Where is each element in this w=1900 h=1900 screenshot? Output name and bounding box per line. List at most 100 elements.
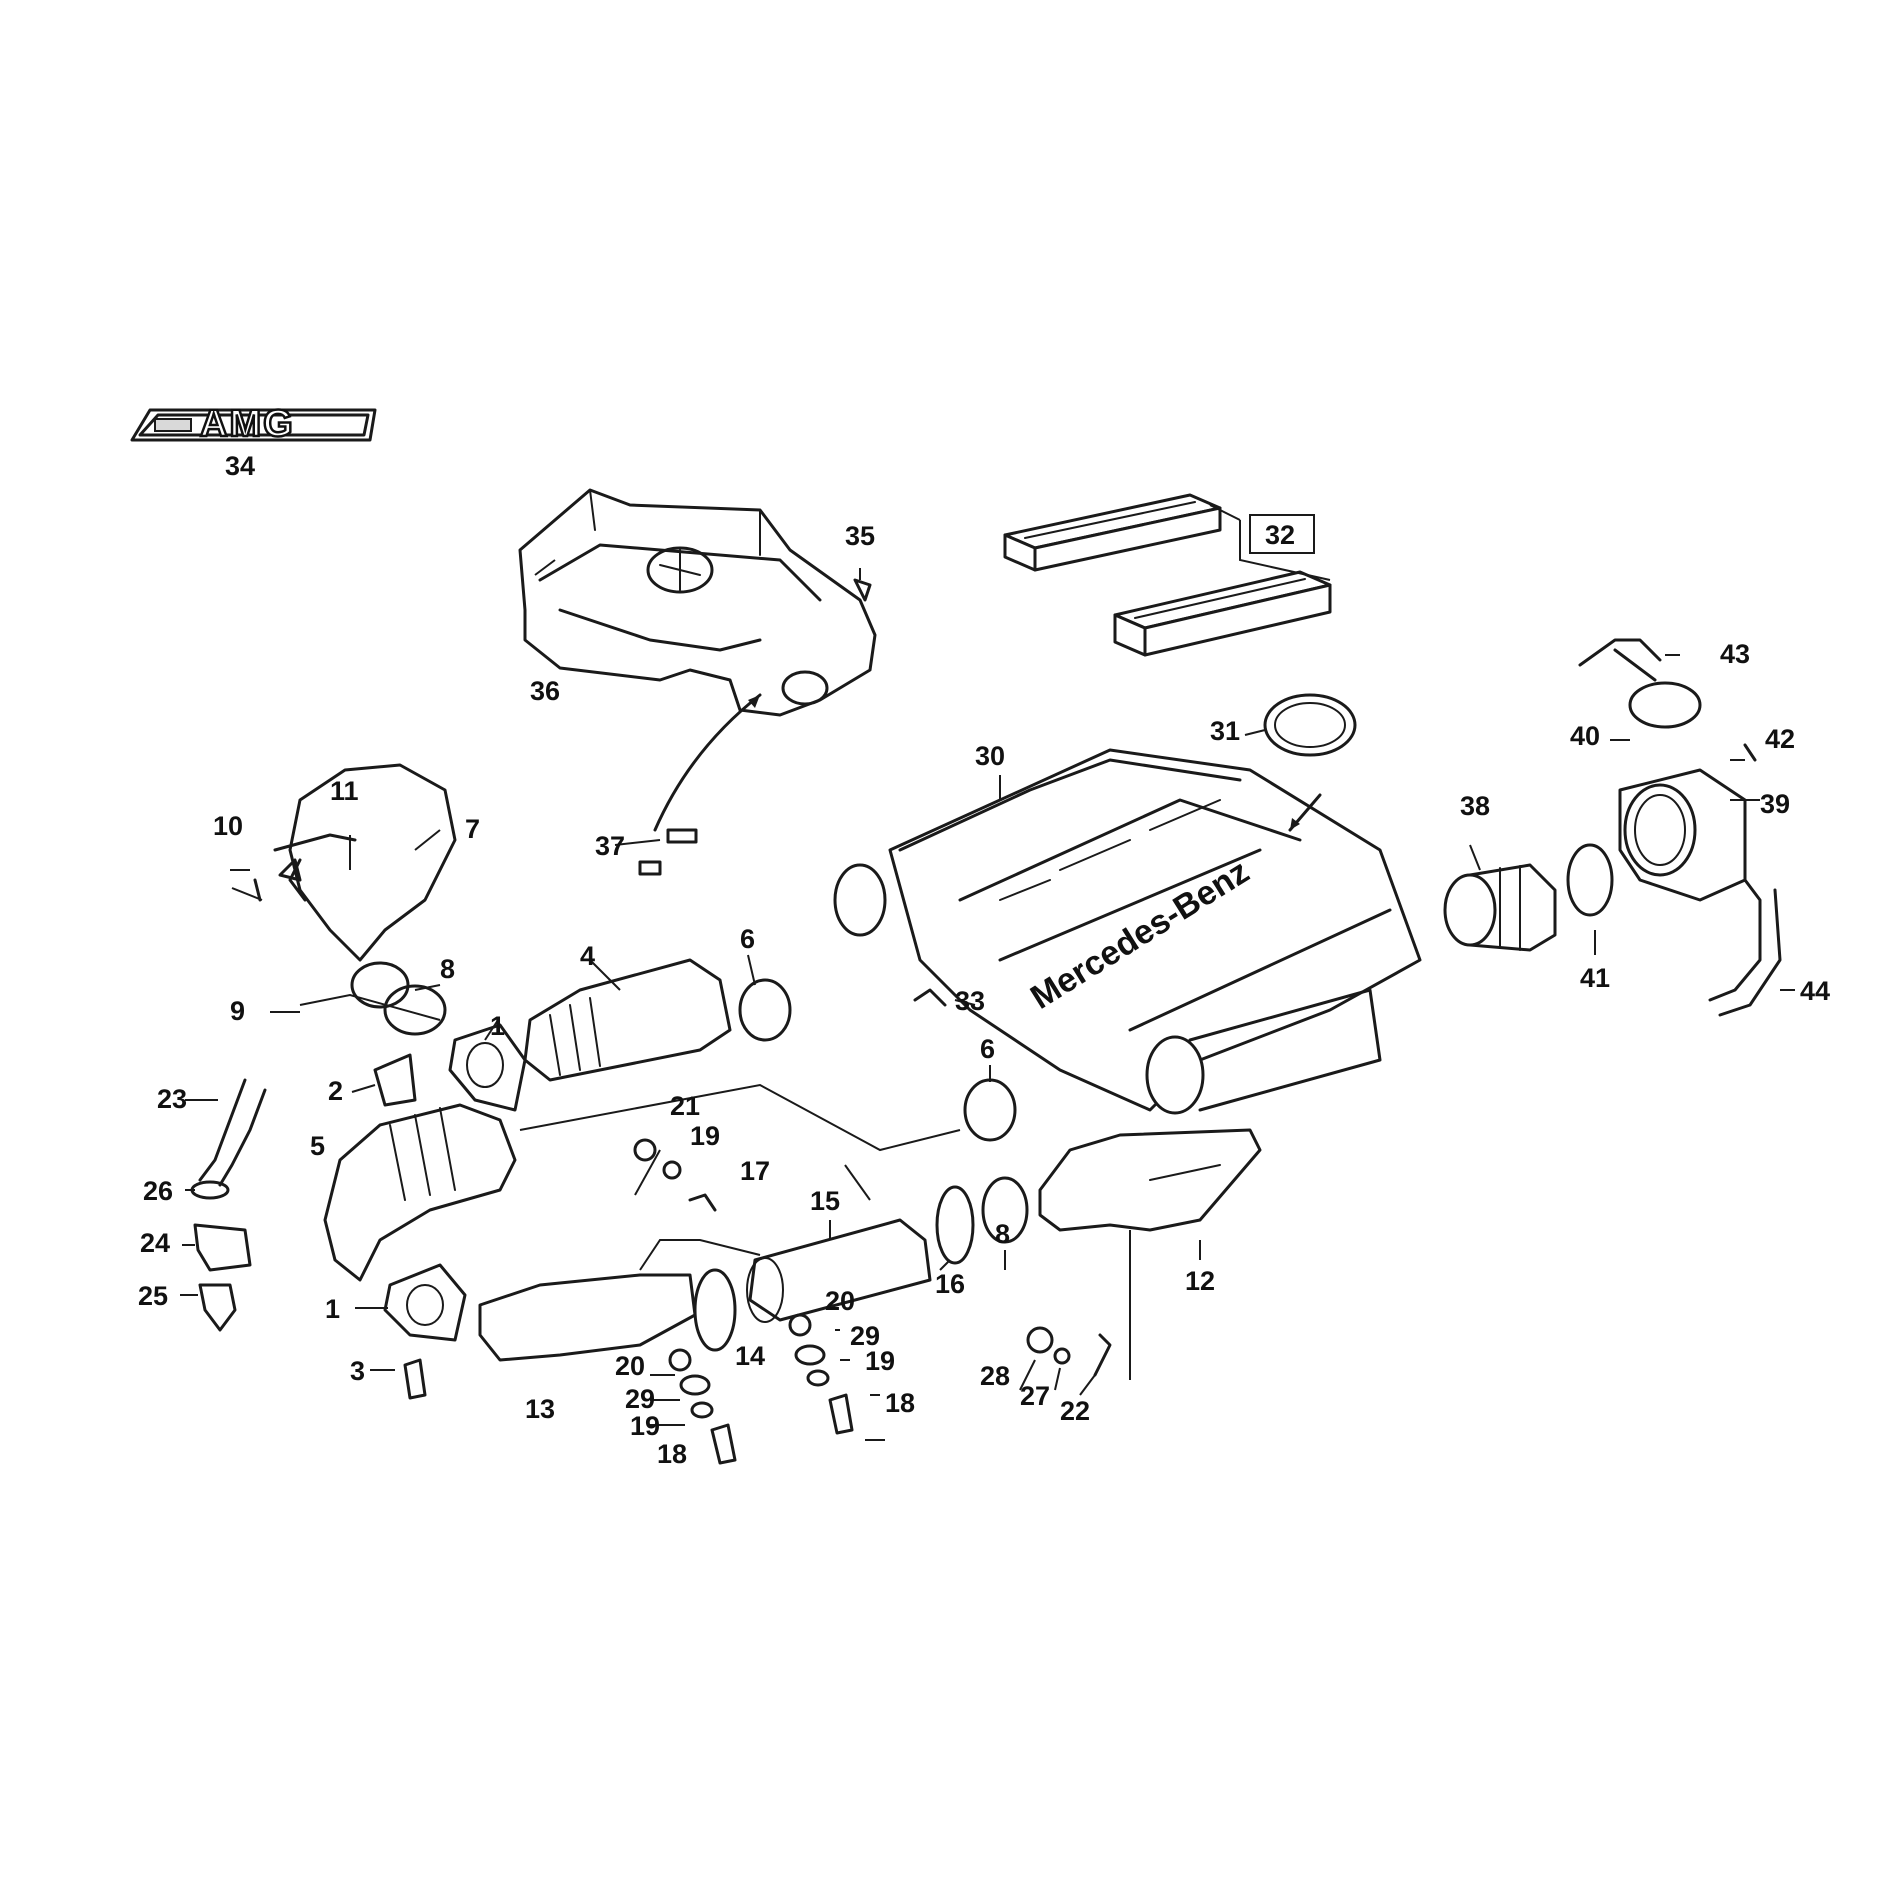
bushing-20-right <box>788 1313 812 1337</box>
callout-18: 18 <box>885 1388 915 1418</box>
callout-42: 42 <box>1765 724 1795 754</box>
air-filter-housing: Mercedes-Benz <box>833 748 1422 1115</box>
engine-cover <box>518 488 877 717</box>
hose-44 <box>1708 878 1762 1002</box>
callout-20: 20 <box>615 1351 645 1381</box>
intake-pipe-13 <box>478 1273 697 1362</box>
flange-1-upper <box>448 1023 527 1112</box>
callout-38: 38 <box>1460 791 1490 821</box>
callout-17: 17 <box>740 1156 770 1186</box>
callout-8: 8 <box>995 1219 1010 1249</box>
washer-19 <box>662 1160 682 1180</box>
arrow-37-to-cover <box>653 693 762 832</box>
callout-11: 11 <box>330 776 359 806</box>
callout-19: 19 <box>865 1346 895 1376</box>
clamp-8-lower <box>383 984 447 1036</box>
callout-36: 36 <box>530 676 560 706</box>
bolt-18-right <box>828 1393 854 1435</box>
callout-3: 3 <box>350 1356 365 1386</box>
hose-clamp-6-upper <box>738 978 792 1042</box>
callout-27: 27 <box>1020 1381 1050 1411</box>
throttle-housing <box>1618 768 1747 902</box>
air-duct-12 <box>1038 1128 1262 1232</box>
callout-44: 44 <box>1800 976 1830 1006</box>
hose-23 <box>198 1078 267 1187</box>
callout-23: 23 <box>157 1084 187 1114</box>
amg-badge: AMG <box>130 402 377 446</box>
callout-12: 12 <box>1185 1266 1215 1296</box>
callout-33: 33 <box>955 986 985 1016</box>
hose-clamp-41 <box>1566 843 1614 917</box>
bolt-18-left <box>710 1423 737 1465</box>
hose-clamp-40 <box>1628 681 1702 729</box>
flange-1-lower <box>383 1263 467 1342</box>
clip-9 <box>278 858 302 882</box>
callout-13: 13 <box>525 1394 555 1424</box>
gasket-ring <box>1263 693 1357 757</box>
bracket-24 <box>193 1223 252 1272</box>
callout-40: 40 <box>1570 721 1600 751</box>
callout-1: 1 <box>490 1011 505 1041</box>
hose-clamp-8 <box>350 961 410 1009</box>
callout-31: 31 <box>1210 716 1240 746</box>
washer-19-right <box>806 1369 830 1387</box>
bellows-hose-4 <box>523 958 732 1082</box>
seal-ring-14 <box>693 1268 737 1352</box>
callout-8: 8 <box>440 954 455 984</box>
callout-43: 43 <box>1720 639 1750 669</box>
callout-7: 7 <box>465 814 480 844</box>
washer-27 <box>1053 1347 1071 1365</box>
callout-34: 34 <box>225 451 255 481</box>
callout-6: 6 <box>740 924 755 954</box>
washer-29-right <box>794 1344 826 1366</box>
leader-lines <box>180 504 1795 1441</box>
mass-air-flow-sensor <box>1443 863 1557 952</box>
callout-29: 29 <box>850 1321 880 1351</box>
pin-42 <box>1743 743 1757 762</box>
screw-10 <box>253 878 262 902</box>
bolt-3 <box>403 1358 427 1400</box>
callout-30: 30 <box>975 741 1005 771</box>
callout-20: 20 <box>825 1286 855 1316</box>
clamp-43 <box>1578 638 1662 682</box>
callout-15: 15 <box>810 1186 840 1216</box>
bellows-hose-5 <box>323 1103 517 1282</box>
air-duct-7 <box>288 763 457 962</box>
bracket-17 <box>688 1193 717 1212</box>
callout-5: 5 <box>310 1131 325 1161</box>
washer-29-left <box>679 1374 711 1396</box>
air-filter-upper <box>1003 493 1222 572</box>
callout-19: 19 <box>630 1411 660 1441</box>
callout-22: 22 <box>1060 1396 1090 1426</box>
callout-37: 37 <box>595 831 625 861</box>
valve-25 <box>198 1283 237 1332</box>
fastener-35 <box>853 578 872 602</box>
callout-35: 35 <box>845 521 875 551</box>
clip-33 <box>913 988 947 1007</box>
hose-clamp-8-lower <box>981 1176 1029 1244</box>
hose-clamp-6-lower <box>963 1078 1017 1142</box>
clamp-26 <box>190 1180 230 1200</box>
callout-18: 18 <box>657 1439 687 1469</box>
callout-labels: 1 1 2 3 4 5 6 6 7 8 8 9 10 11 12 13 14 1… <box>138 451 1830 1469</box>
callout-39: 39 <box>1760 789 1790 819</box>
intake-pipe-15 <box>746 1218 932 1323</box>
air-filter-lower <box>1113 570 1332 657</box>
nut-21 <box>633 1138 657 1162</box>
seal-11 <box>273 833 357 852</box>
callout-32: 32 <box>1265 520 1295 550</box>
callout-24: 24 <box>140 1228 170 1258</box>
clip-37 <box>666 828 698 844</box>
bushing-20-left <box>668 1348 692 1372</box>
callout-16: 16 <box>935 1269 965 1299</box>
callout-6: 6 <box>980 1034 995 1064</box>
stud-22 <box>1093 1333 1112 1377</box>
washer-19-left <box>690 1401 714 1419</box>
callout-2: 2 <box>328 1076 343 1106</box>
callout-14: 14 <box>735 1341 765 1371</box>
callout-26: 26 <box>143 1176 173 1206</box>
seal-ring-16 <box>935 1185 975 1265</box>
callout-19: 19 <box>690 1121 720 1151</box>
